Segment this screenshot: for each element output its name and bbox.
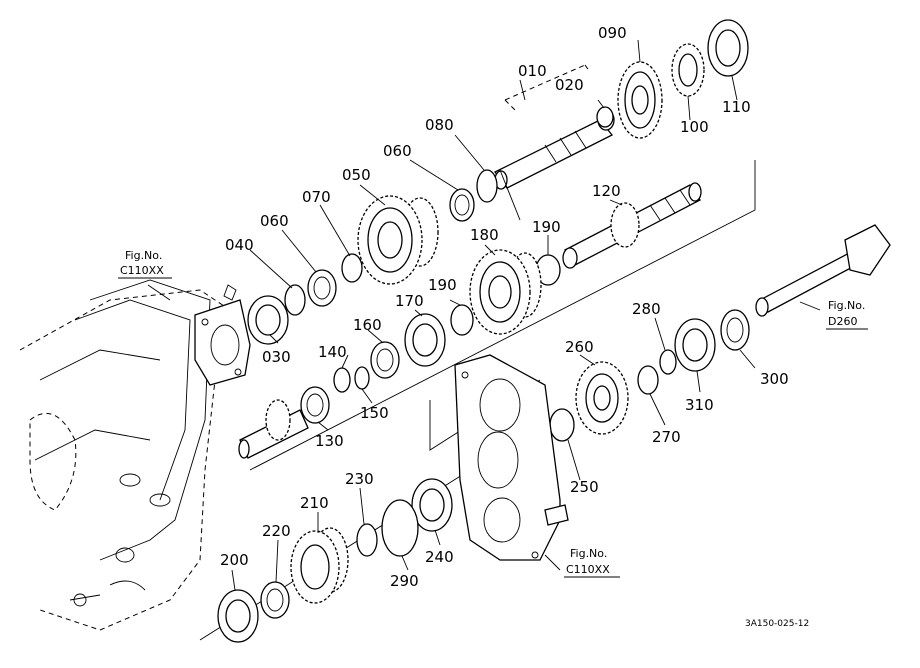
- label-120: 120: [592, 182, 621, 200]
- shaft-120: [562, 182, 702, 269]
- bearing-240: [411, 478, 453, 532]
- label-310: 310: [685, 396, 714, 414]
- bearing-030: [247, 295, 289, 345]
- ring-280: [659, 349, 677, 375]
- label-290: 290: [390, 572, 419, 590]
- washer-040: [284, 284, 306, 316]
- center-plate: [454, 354, 569, 561]
- label-100: 100: [680, 118, 709, 136]
- bearing-170: [404, 313, 446, 367]
- pinion-shaft: [238, 399, 309, 459]
- label-170: 170: [395, 292, 424, 310]
- main-shaft-010: [494, 109, 615, 221]
- label-020: 020: [555, 76, 584, 94]
- ring-150: [354, 366, 370, 390]
- label-030: 030: [262, 348, 291, 366]
- label-220: 220: [262, 522, 291, 540]
- label-060-lower: 060: [260, 212, 289, 230]
- label-090: 090: [598, 24, 627, 42]
- gear-180: [469, 249, 542, 335]
- label-190-lower: 190: [428, 276, 457, 294]
- label-140: 140: [318, 343, 347, 361]
- label-200: 200: [220, 551, 249, 569]
- bearing-060-upper: [449, 188, 475, 222]
- bearing-220: [260, 581, 290, 619]
- bearing-060-lower: [307, 269, 337, 307]
- bearing-190-lower: [450, 304, 474, 336]
- figure-reference-bottom: Fig.No. C110XX: [564, 547, 620, 578]
- label-280: 280: [632, 300, 661, 318]
- upper-divider-line: [249, 160, 756, 471]
- collar-250: [549, 408, 575, 442]
- washer-270: [637, 365, 659, 395]
- ring-230: [356, 523, 378, 557]
- bearing-160: [370, 341, 400, 379]
- label-160: 160: [353, 316, 382, 334]
- label-270: 270: [652, 428, 681, 446]
- label-190-upper: 190: [532, 218, 561, 236]
- label-050: 050: [342, 166, 371, 184]
- label-180: 180: [470, 226, 499, 244]
- leader-lines: [147, 39, 821, 591]
- ring-140: [333, 367, 351, 393]
- bearing-200: [217, 589, 259, 643]
- shaft-010-bracket: [504, 64, 591, 111]
- cover-plate-left: [194, 299, 251, 386]
- ref-bottom-line1: Fig.No.: [570, 547, 607, 560]
- label-150: 150: [360, 404, 389, 422]
- gear-210: [290, 527, 349, 604]
- bearing-300: [720, 309, 750, 351]
- snap-ring-290: [381, 499, 419, 557]
- ref-right-line1: Fig.No.: [828, 299, 865, 312]
- label-210: 210: [300, 494, 329, 512]
- gear-050: [357, 195, 439, 285]
- label-080: 080: [425, 116, 454, 134]
- label-110: 110: [722, 98, 751, 116]
- label-070: 070: [302, 188, 331, 206]
- label-130: 130: [315, 432, 344, 450]
- bearing-130: [300, 386, 330, 424]
- collar-070: [341, 253, 363, 283]
- label-300: 300: [760, 370, 789, 388]
- label-010: 010: [518, 62, 547, 80]
- gear-090: [617, 61, 663, 139]
- label-230: 230: [345, 470, 374, 488]
- ref-right-line2: D260: [828, 315, 857, 328]
- figure-reference-right: Fig.No. D260: [826, 299, 868, 330]
- washer-080: [476, 169, 498, 203]
- label-060-upper: 060: [383, 142, 412, 160]
- bearing-310: [674, 318, 716, 372]
- ref-bottom-line2: C110XX: [566, 563, 610, 576]
- ref-left-line1: Fig.No.: [125, 249, 162, 262]
- label-260: 260: [565, 338, 594, 356]
- collar-020: [596, 106, 614, 128]
- part-labels: 010 020 030 040 050 060 060 070 080 090 …: [220, 24, 789, 590]
- label-240: 240: [425, 548, 454, 566]
- transmission-housing: [19, 279, 237, 631]
- propeller-shaft: [755, 224, 891, 317]
- gear-100: [671, 43, 705, 97]
- label-250: 250: [570, 478, 599, 496]
- ref-left-line2: C110XX: [120, 264, 164, 277]
- drawing-code: 3A150-025-12: [745, 619, 809, 629]
- bearing-110: [707, 19, 749, 77]
- figure-reference-left: Fig.No. C110XX: [118, 249, 172, 279]
- gear-260: [575, 361, 629, 435]
- label-040: 040: [225, 236, 254, 254]
